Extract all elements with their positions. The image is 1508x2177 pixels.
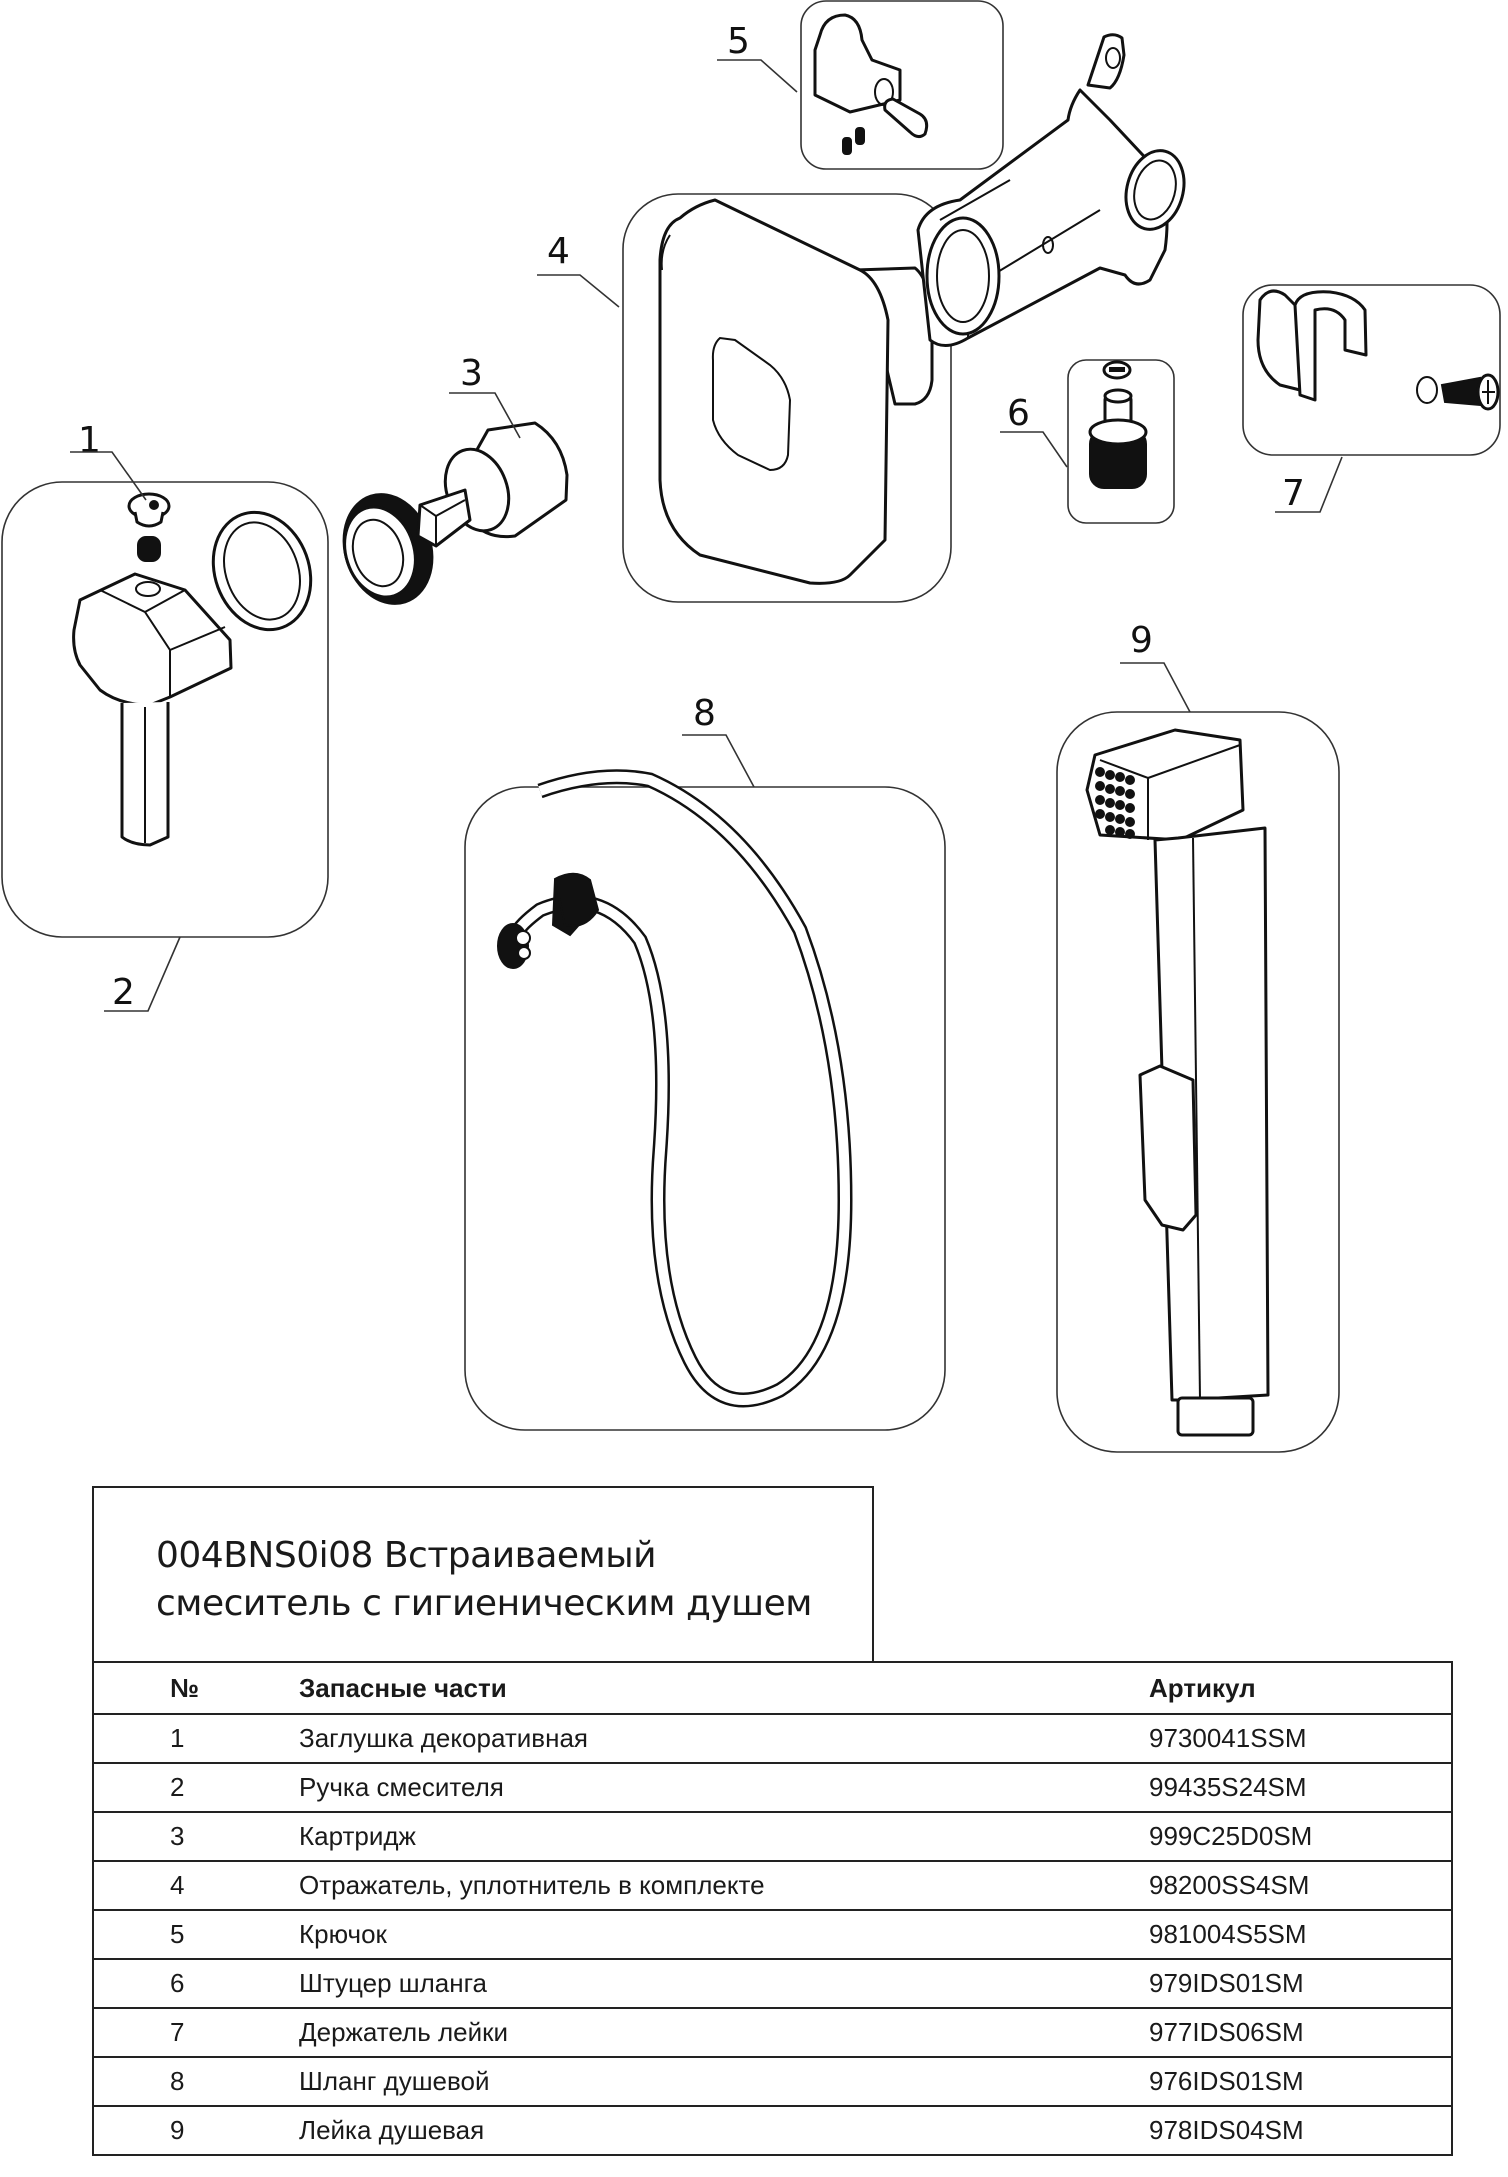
part-2-ring xyxy=(211,510,313,632)
svg-text:4: 4 xyxy=(547,231,570,272)
row-number: 8 xyxy=(92,2056,299,2107)
row-article: 999C25D0SM xyxy=(1149,1811,1453,1862)
concealed-mixer-body xyxy=(916,33,1186,347)
row-number: 1 xyxy=(92,1713,299,1764)
row-number: 9 xyxy=(92,2105,299,2156)
row-number: 6 xyxy=(92,1958,299,2009)
row-article: 979IDS01SM xyxy=(1149,1958,1453,2009)
callout-8: 8 xyxy=(682,693,755,788)
part-3-locking-nut xyxy=(342,493,434,605)
spare-parts-table: № Запасные части Артикул 1 Заглушка деко… xyxy=(92,1661,1453,2156)
svg-text:9: 9 xyxy=(1130,620,1153,661)
part-2-frame xyxy=(1,481,329,938)
row-part-name: Держатель лейки xyxy=(299,2007,1149,2058)
part-9-hand-shower xyxy=(1085,728,1270,1437)
row-number: 3 xyxy=(92,1811,299,1862)
part-5-frame xyxy=(800,0,1004,170)
part-8-shower-hose xyxy=(497,769,853,1408)
row-part-name: Лейка душевая xyxy=(299,2105,1149,2156)
svg-text:3: 3 xyxy=(460,353,483,394)
callout-4: 4 xyxy=(537,231,620,308)
row-article: 98200SS4SM xyxy=(1149,1860,1453,1911)
row-part-name: Шланг душевой xyxy=(299,2056,1149,2107)
part-1-decorative-plug xyxy=(127,492,171,528)
row-number: 2 xyxy=(92,1762,299,1813)
header-part-name: Запасные части xyxy=(299,1661,1149,1715)
svg-text:2: 2 xyxy=(112,972,135,1013)
row-number: 4 xyxy=(92,1860,299,1911)
row-article: 978IDS04SM xyxy=(1149,2105,1453,2156)
part-5-hook xyxy=(813,13,929,155)
callout-3: 3 xyxy=(449,353,521,439)
row-part-name: Картридж xyxy=(299,1811,1149,1862)
row-article: 981004S5SM xyxy=(1149,1909,1453,1960)
document-title-box: 004BNS0i08 Встраиваемый смеситель с гиги… xyxy=(92,1486,874,1661)
row-part-name: Крючок xyxy=(299,1909,1149,1960)
callout-7: 7 xyxy=(1275,456,1343,514)
callout-6: 6 xyxy=(1000,393,1068,468)
part-6-frame xyxy=(1067,359,1175,524)
part-2-mixer-handle xyxy=(72,536,233,847)
header-article: Артикул xyxy=(1149,1661,1453,1715)
callout-5: 5 xyxy=(717,21,798,93)
row-article: 9730041SSM xyxy=(1149,1713,1453,1764)
table-row: 3 Картридж 999C25D0SM xyxy=(92,1811,1453,1862)
part-9-frame xyxy=(1056,711,1340,1453)
table-header-row: № Запасные части Артикул xyxy=(92,1661,1453,1715)
svg-text:6: 6 xyxy=(1007,393,1030,434)
row-article: 977IDS06SM xyxy=(1149,2007,1453,2058)
document-title-line-2: смеситель с гигиеническим душем xyxy=(156,1583,812,1624)
row-number: 7 xyxy=(92,2007,299,2058)
table-row: 6 Штуцер шланга 979IDS01SM xyxy=(92,1958,1453,2009)
part-3-cartridge xyxy=(416,421,569,548)
exploded-parts-diagram: 1 2 3 4 xyxy=(1,0,1501,1453)
table-row: 7 Держатель лейки 977IDS06SM xyxy=(92,2007,1453,2058)
spray-nozzles xyxy=(1095,767,1135,839)
part-6-hose-fitting xyxy=(1088,360,1148,489)
svg-text:5: 5 xyxy=(727,21,750,62)
callout-9: 9 xyxy=(1120,620,1191,713)
table-row: 1 Заглушка декоративная 9730041SSM xyxy=(92,1713,1453,1764)
document-title: 004BNS0i08 Встраиваемый смеситель с гиги… xyxy=(156,1532,812,1628)
row-part-name: Штуцер шланга xyxy=(299,1958,1149,2009)
callout-1: 1 xyxy=(70,420,147,501)
part-7-frame xyxy=(1242,284,1501,456)
row-number: 5 xyxy=(92,1909,299,1960)
part-7-shower-holder xyxy=(1256,289,1500,411)
table-row: 2 Ручка смесителя 99435S24SM xyxy=(92,1762,1453,1813)
svg-text:7: 7 xyxy=(1282,473,1305,514)
part-4-frame xyxy=(622,193,952,603)
table-row: 4 Отражатель, уплотнитель в комплекте 98… xyxy=(92,1860,1453,1911)
row-part-name: Отражатель, уплотнитель в комплекте xyxy=(299,1860,1149,1911)
part-4-escutcheon-plate xyxy=(658,198,934,585)
svg-text:8: 8 xyxy=(693,693,716,734)
table-row: 9 Лейка душевая 978IDS04SM xyxy=(92,2105,1453,2156)
table-row: 5 Крючок 981004S5SM xyxy=(92,1909,1453,1960)
table-row: 8 Шланг душевой 976IDS01SM xyxy=(92,2056,1453,2107)
row-article: 99435S24SM xyxy=(1149,1762,1453,1813)
header-number: № xyxy=(92,1661,299,1715)
row-article: 976IDS01SM xyxy=(1149,2056,1453,2107)
row-part-name: Ручка смесителя xyxy=(299,1762,1149,1813)
row-part-name: Заглушка декоративная xyxy=(299,1713,1149,1764)
callout-2: 2 xyxy=(104,936,181,1013)
svg-text:1: 1 xyxy=(78,420,101,461)
document-title-line-1: 004BNS0i08 Встраиваемый xyxy=(156,1535,657,1576)
part-8-frame xyxy=(464,786,946,1431)
